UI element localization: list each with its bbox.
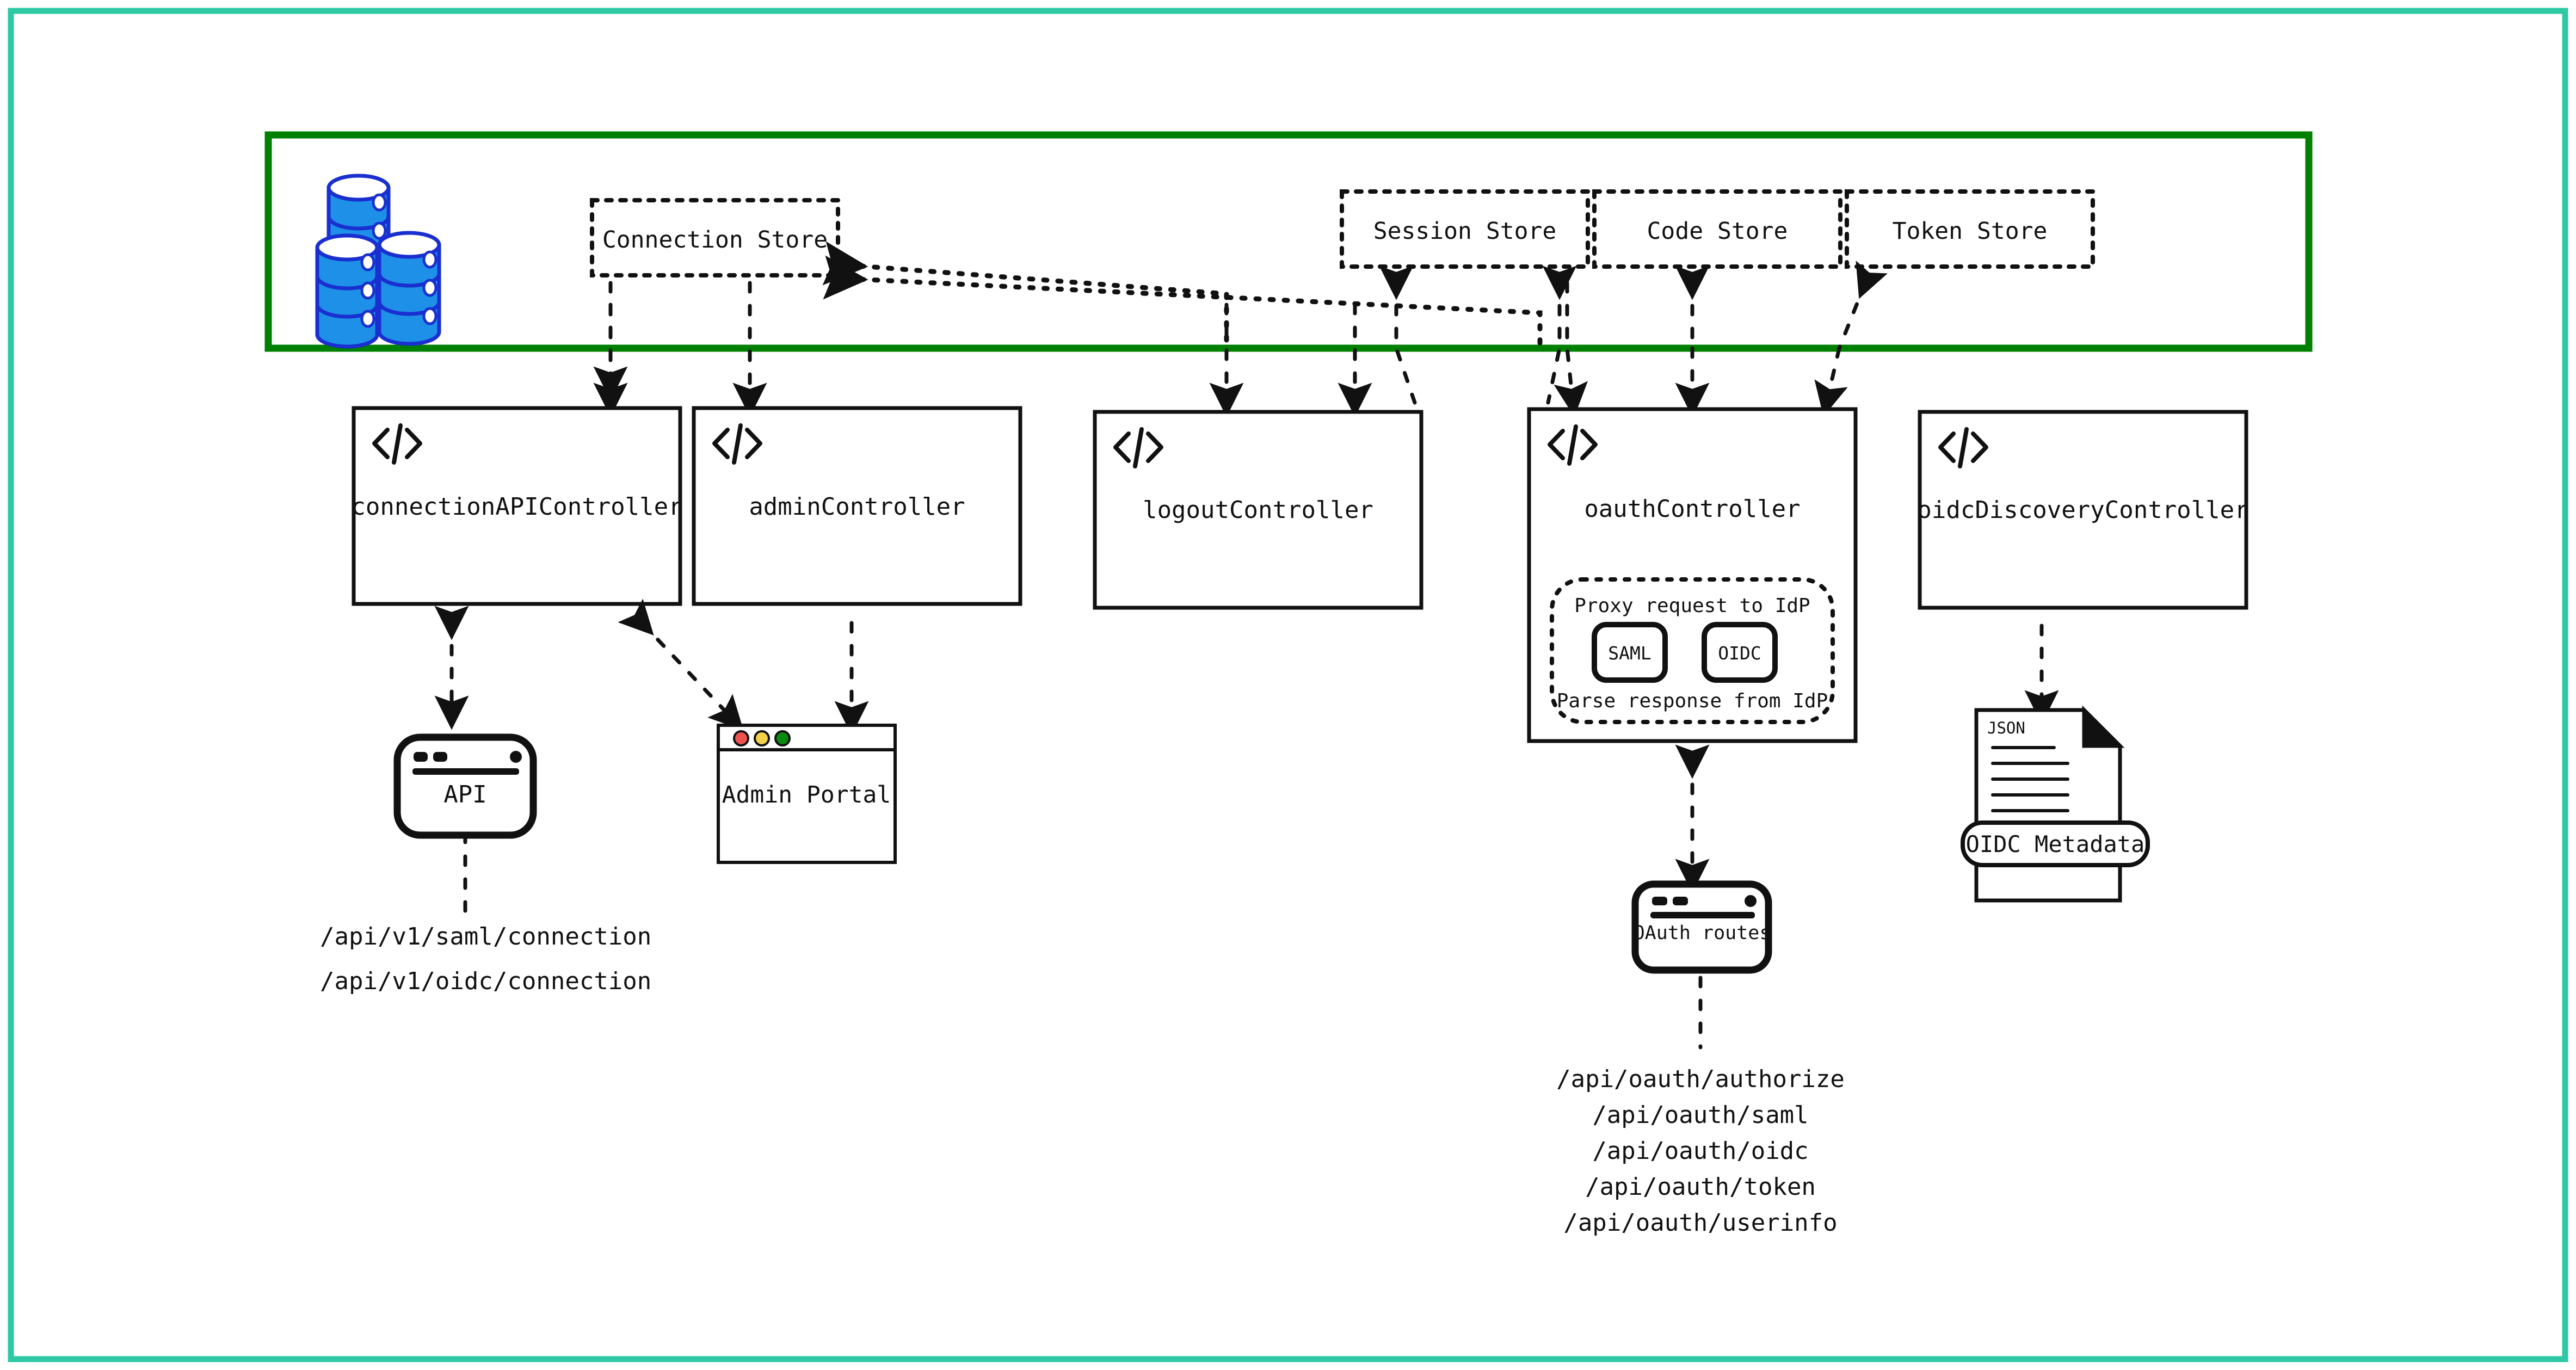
connection-api-endpoint-list: /api/v1/saml/connection /api/v1/oidc/con…: [320, 923, 651, 995]
api-device-label: API: [443, 781, 486, 809]
json-document-fold: [2082, 705, 2125, 748]
store-label: Connection Store: [602, 226, 828, 254]
database-stack-icon: [315, 174, 441, 349]
traffic-light-green: [774, 730, 791, 746]
browser-device-icon[interactable]: OAuth routes: [1631, 880, 1772, 974]
storage-layer-container: [264, 131, 2313, 352]
controller-oauth-controller[interactable]: oauthController Proxy request to IdP SAM…: [1527, 407, 1858, 743]
oidc-metadata-pill: [1961, 820, 2150, 867]
traffic-light-yellow: [754, 730, 770, 746]
oauth-proxy-panel-border: [1550, 577, 1835, 724]
link-connstore-from-oauth: [823, 255, 1543, 351]
endpoint-text: /api/v1/oidc/connection: [320, 967, 651, 995]
controller-label: oidcDiscoveryController: [1917, 496, 2248, 524]
parse-response-label: Parse response from IdP: [1557, 690, 1828, 712]
oidc-metadata-label: OIDC Metadata: [1966, 831, 2145, 857]
link-connstore-from-logout: [822, 241, 1229, 351]
code-tag-icon: [1548, 424, 1598, 466]
store-session-store[interactable]: Session Store: [1340, 189, 1590, 269]
store-label: Code Store: [1647, 218, 1788, 245]
protocol-oidc-button[interactable]: OIDC: [1702, 622, 1778, 683]
link-sessionstore-out: [1379, 266, 1417, 405]
controller-label: oauthController: [1584, 495, 1800, 523]
code-tag-icon: [372, 423, 422, 465]
controller-oidc-discovery-controller[interactable]: oidcDiscoveryController: [1917, 410, 2249, 610]
api-device-icon[interactable]: API: [393, 733, 537, 839]
controller-label: logoutController: [1143, 496, 1373, 524]
code-tag-icon: [712, 423, 762, 465]
oauth-endpoint-list: /api/oauth/authorize /api/oauth/saml /ap…: [1556, 1065, 1845, 1237]
controller-admin-controller[interactable]: adminController: [692, 406, 1022, 606]
endpoint-text: /api/oauth/authorize: [1556, 1065, 1845, 1093]
store-label: Token Store: [1893, 218, 2048, 245]
controller-logout-controller[interactable]: logoutController: [1093, 410, 1423, 610]
endpoint-text: /api/oauth/saml: [1592, 1101, 1808, 1129]
controller-connection-api-controller[interactable]: connectionAPIController: [351, 406, 683, 606]
oauth-routes-label: OAuth routes: [1634, 922, 1771, 944]
json-file-type-label: JSON: [1987, 719, 2025, 737]
protocol-saml-button[interactable]: SAML: [1592, 622, 1668, 683]
protocol-label: OIDC: [1718, 643, 1761, 664]
endpoint-text: /api/oauth/token: [1585, 1173, 1816, 1201]
store-code-store[interactable]: Code Store: [1592, 189, 1842, 269]
link-sessionstore-in: [1542, 266, 1577, 405]
json-document-icon[interactable]: JSON OIDC Metadata: [1961, 705, 2150, 903]
database-cylinder-right: [377, 231, 441, 346]
code-tag-icon: [1113, 427, 1163, 468]
oauth-proxy-panel: Proxy request to IdP SAML OIDC Parse res…: [1550, 577, 1835, 724]
store-label: Session Store: [1373, 218, 1557, 245]
link-sessionstore-to-oauth: [1554, 281, 1588, 417]
traffic-light-red: [733, 730, 749, 746]
code-tag-icon: [1938, 427, 1988, 468]
proxy-request-label: Proxy request to IdP: [1574, 595, 1810, 617]
endpoint-text: /api/oauth/oidc: [1592, 1137, 1808, 1165]
store-connection-store[interactable]: Connection Store: [590, 198, 840, 277]
controller-label: connectionAPIController: [351, 493, 682, 521]
link-connapi-to-admin-portal: [618, 598, 744, 731]
database-cylinder-left: [315, 233, 379, 349]
admin-portal-label: Admin Portal: [722, 781, 891, 809]
browser-window-icon[interactable]: Admin Portal: [717, 724, 897, 864]
store-token-store[interactable]: Token Store: [1845, 189, 2095, 269]
endpoint-text: /api/oauth/userinfo: [1563, 1209, 1837, 1237]
link-tokenstore-to-oauth: [1814, 346, 1848, 417]
protocol-label: SAML: [1608, 643, 1651, 664]
controller-label: adminController: [749, 493, 965, 521]
outer-frame-border: [8, 8, 2568, 1362]
endpoint-text: /api/v1/saml/connection: [320, 923, 651, 951]
